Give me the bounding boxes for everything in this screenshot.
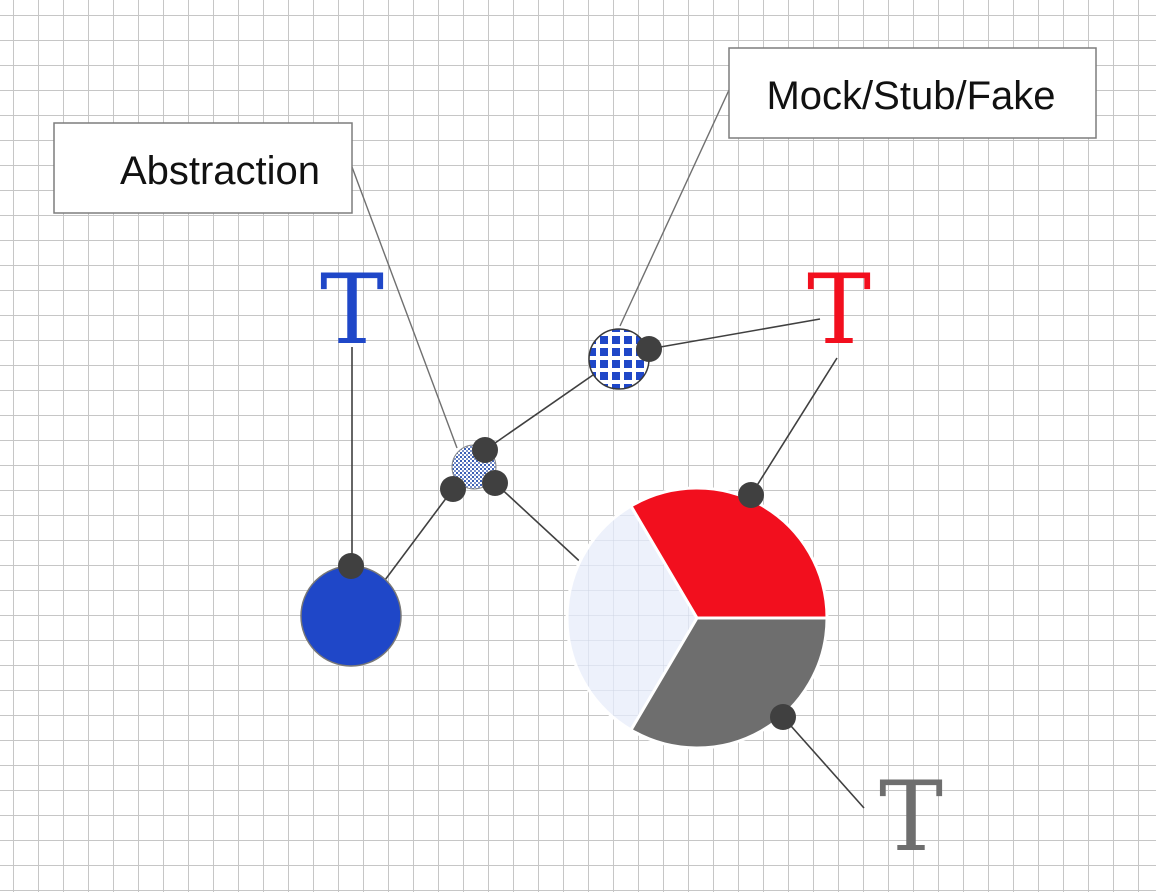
connector-abstraction-to-mock — [484, 374, 594, 451]
dot-red-segment — [738, 482, 764, 508]
connector-dots — [338, 336, 796, 730]
connector-gray-segment-to-gray-tee — [782, 716, 865, 809]
mock-label-box: Mock/Stub/Fake — [728, 47, 1097, 139]
connector-mock-to-red-tee — [648, 318, 821, 350]
callout-line-mock — [619, 89, 730, 327]
dot-abstraction-top — [472, 437, 498, 463]
red-tee: T — [807, 254, 871, 366]
red-segment — [628, 486, 829, 620]
mock-circle — [588, 328, 650, 390]
gray-tee: T — [879, 761, 943, 873]
abstraction-label: Abstraction — [120, 149, 320, 193]
pale-segment — [565, 503, 699, 733]
dot-abstraction-left — [440, 476, 466, 502]
dot-mock-right — [636, 336, 662, 362]
connector-abstraction-to-blue-circle — [384, 488, 454, 581]
blue-circle — [300, 565, 402, 667]
dot-blue-circle-top — [338, 553, 364, 579]
callout-lines — [351, 89, 730, 449]
connector-red-tee-to-red-segment — [750, 357, 838, 496]
mock-label: Mock/Stub/Fake — [766, 74, 1055, 118]
blue-tee: T — [320, 254, 384, 366]
dot-gray-segment — [770, 704, 796, 730]
abstraction-label-box: Abstraction — [53, 122, 353, 214]
segmented-circle — [565, 486, 829, 750]
callout-line-abstraction — [351, 166, 458, 449]
connector-lines — [351, 318, 865, 809]
dot-abstraction-right — [482, 470, 508, 496]
